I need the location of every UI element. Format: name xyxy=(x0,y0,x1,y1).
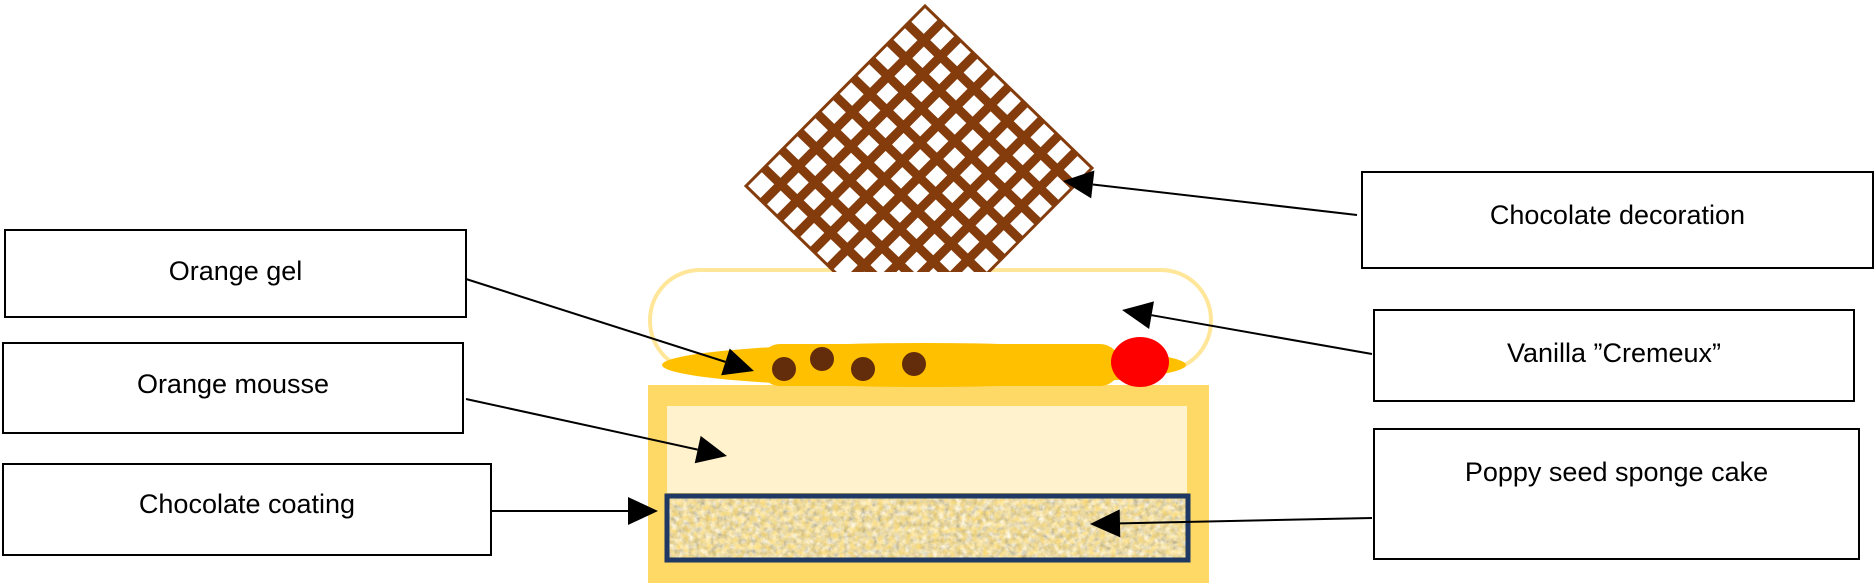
label-vanilla-cremeux: Vanilla ”Cremeux” xyxy=(1506,338,1722,368)
lattice-strip xyxy=(868,56,1042,226)
label-chocolate-decoration: Chocolate decoration xyxy=(1489,200,1746,230)
label-box-chocolate-decoration: Chocolate decoration xyxy=(1361,171,1874,269)
lattice-strip xyxy=(859,116,1046,272)
sponge-border xyxy=(664,493,1191,563)
seeds xyxy=(772,347,926,381)
orange-gel-body xyxy=(760,344,1120,386)
arrow-poppy-seed-sponge-head xyxy=(1090,509,1121,538)
arrow-chocolate-decoration xyxy=(1092,183,1358,216)
arrow-orange-mousse xyxy=(465,398,698,451)
lattice-strip xyxy=(850,74,1024,244)
orange-mousse-shape xyxy=(667,406,1187,493)
label-orange-gel: Orange gel xyxy=(168,256,303,286)
label-box-orange-mousse: Orange mousse xyxy=(2,342,464,434)
arrow-orange-gel-head xyxy=(721,348,754,376)
arrow-orange-mousse-head xyxy=(694,435,727,464)
label-orange-mousse: Orange mousse xyxy=(136,369,330,399)
label-chocolate-coating: Chocolate coating xyxy=(138,489,356,519)
label-box-orange-gel: Orange gel xyxy=(4,229,467,318)
label-poppy-seed-sponge: Poppy seed sponge cake xyxy=(1464,457,1769,487)
arrow-vanilla-cremeux xyxy=(1151,314,1373,355)
chocolate-decoration-shape xyxy=(743,3,1095,272)
arrow-poppy-seed-sponge xyxy=(1119,517,1373,525)
arrows xyxy=(465,170,1373,538)
label-box-chocolate-coating: Chocolate coating xyxy=(2,463,492,556)
red-dot xyxy=(1111,337,1169,387)
arrow-orange-gel xyxy=(465,278,726,363)
arrow-chocolate-coating-head xyxy=(628,497,658,525)
lattice-strip xyxy=(903,20,1078,190)
label-box-vanilla-cremeux: Vanilla ”Cremeux” xyxy=(1373,309,1855,402)
arrow-chocolate-decoration-head xyxy=(1063,170,1095,199)
label-box-poppy-seed-sponge: Poppy seed sponge cake xyxy=(1373,428,1860,560)
lattice-strip xyxy=(876,132,1062,272)
lattice-strip xyxy=(843,100,1029,272)
lattice-strip xyxy=(886,38,1060,208)
lattice-strip xyxy=(826,83,1012,271)
lattice-strip xyxy=(893,148,1079,272)
arrow-vanilla-cremeux-head xyxy=(1122,301,1154,329)
